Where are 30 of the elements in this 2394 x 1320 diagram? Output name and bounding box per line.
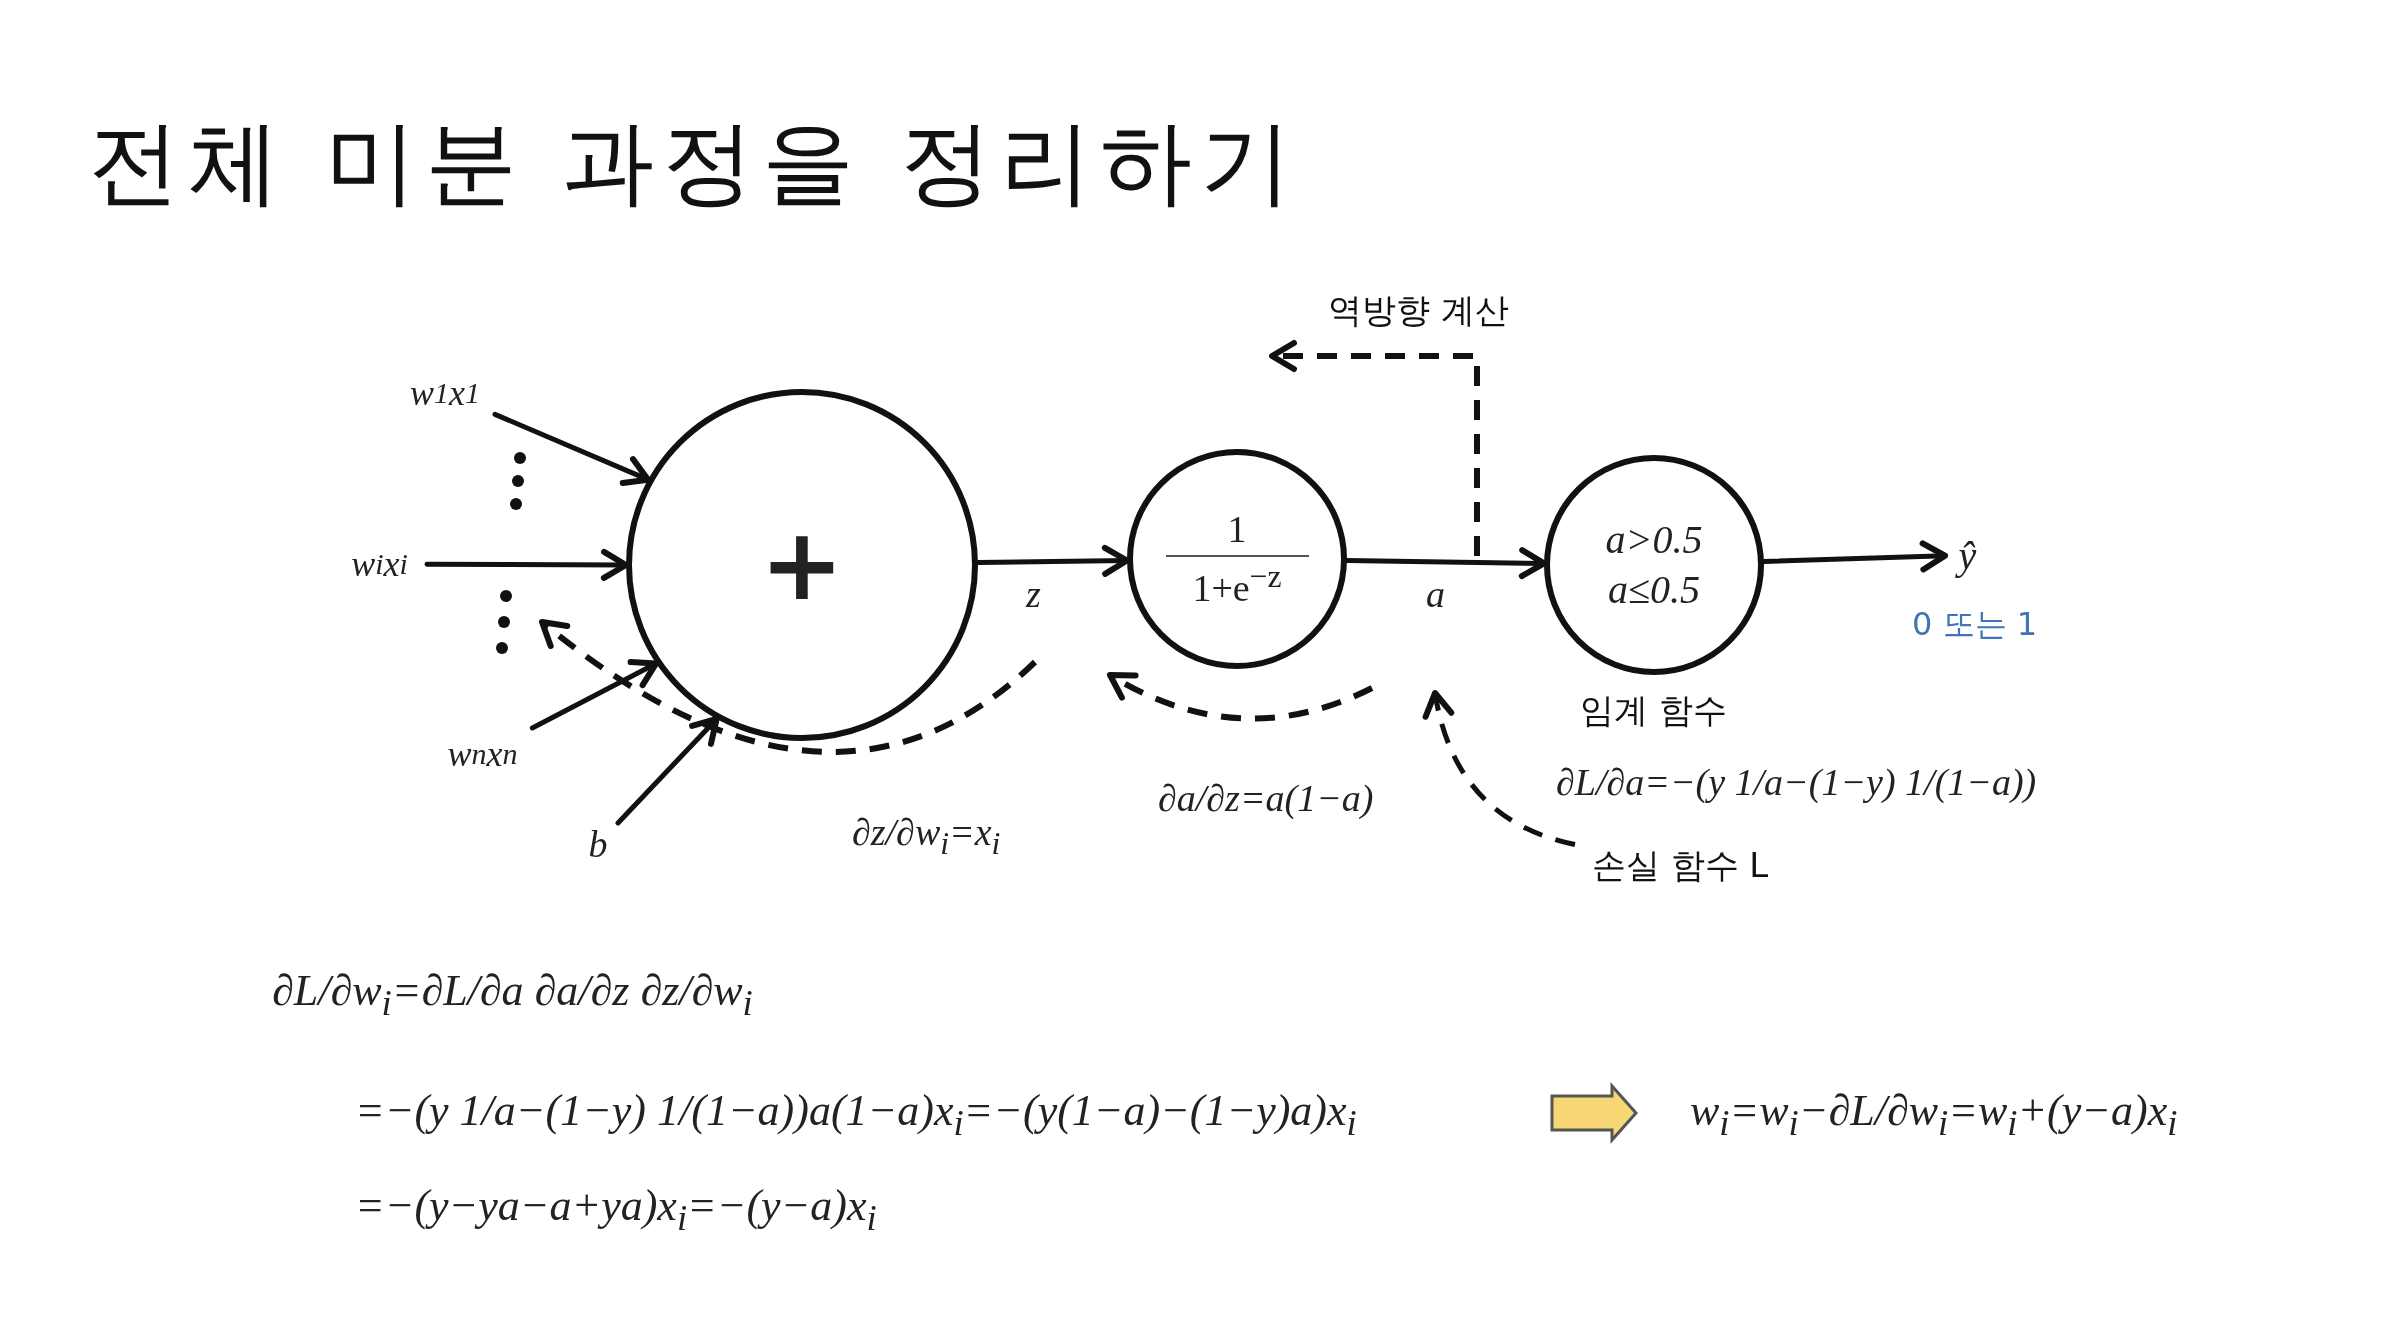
derivative-formula: ∂L/∂a=−(y 1/a−(1−y) 1/(1−a)) (1556, 760, 2037, 804)
threshold-node-circle (1544, 455, 1764, 675)
plus-sign: + (760, 515, 844, 615)
dashed-arrow (1423, 690, 1576, 847)
arrow (975, 544, 1130, 577)
fraction-numerator: 1 (1165, 505, 1309, 558)
derivative-formula: ∂a/∂z=a(1−a) (1158, 776, 1374, 820)
chain-rule-formula: =−(y 1/a−(1−y) 1/(1−a))a(1−a)x$_{i}$=−(y(1−a)−(1−y)a)x$_{i}$ (355, 1085, 1357, 1144)
arrow (615, 715, 720, 826)
output-value-caption: 0 또는 1 (1912, 604, 2038, 645)
fraction-denominator: 1+e$^{−z}$ (1191, 558, 1283, 611)
weight-update-formula: w$_{i}$=w$_{i}$−∂L/∂w$_{i}$=w$_{i}$+(y−a)x$_{i}$ (1690, 1085, 2178, 1144)
derivative-formula: ∂z/∂w$_{i}$=x$_{i}$ (852, 810, 1001, 862)
arrow (1761, 540, 1948, 573)
sum-node-circle (626, 389, 978, 741)
condition-text: a≤0.5 (1608, 566, 1700, 614)
arrow (424, 548, 629, 581)
output-symbol: ŷ (1945, 525, 1990, 585)
arrow (1344, 547, 1547, 580)
arrow (492, 411, 652, 486)
function-caption: 임계 함수 (1580, 689, 1727, 732)
loss-function-label: 손실 함수 L (1575, 842, 1785, 890)
sigmoid-node-circle (1127, 449, 1347, 669)
direction-caption: 역방향 계산 (1328, 289, 1509, 332)
arrow (529, 659, 660, 731)
chain-rule-formula: ∂L/∂w$_{i}$=∂L/∂a ∂a/∂z ∂z/∂w$_{i}$ (272, 965, 753, 1024)
chain-rule-formula: =−(y−ya−a+ya)x$_{i}$=−(y−a)x$_{i}$ (355, 1180, 877, 1239)
bias-term: b (578, 818, 618, 870)
condition-text: a>0.5 (1605, 516, 1703, 564)
slide-title: 전체 미분 과정을 정리하기 (88, 112, 1300, 214)
